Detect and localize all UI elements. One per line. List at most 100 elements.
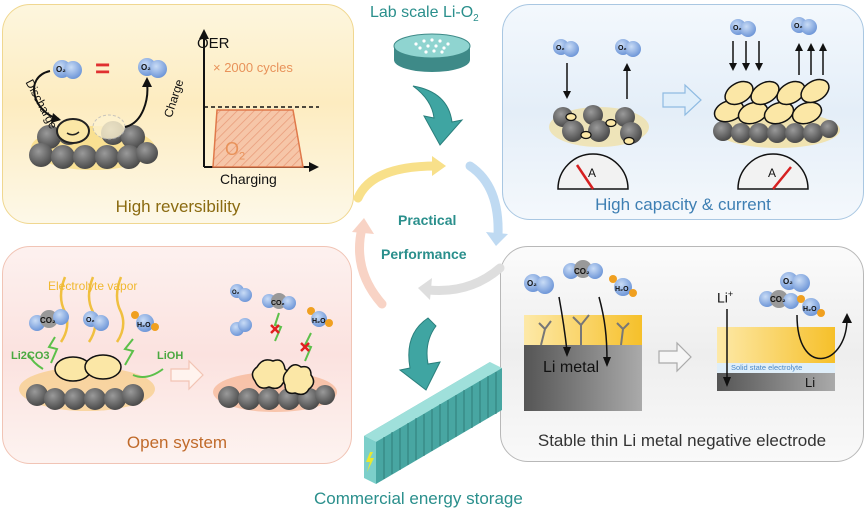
o2-molecule: O₂ <box>83 311 109 331</box>
svg-text:A: A <box>768 166 776 180</box>
lioh-label: LiOH <box>157 350 184 362</box>
up-arrows <box>798 49 824 75</box>
svg-text:O₂: O₂ <box>527 279 537 288</box>
solid-state-electrolyte-layer <box>717 363 835 373</box>
dendrites <box>538 314 630 346</box>
svg-text:O₂: O₂ <box>783 277 793 286</box>
commercial-storage-label: Commercial energy storage <box>314 489 523 508</box>
chart-x-label: Charging <box>220 171 277 187</box>
h2o-molecule: H₂O <box>609 275 637 297</box>
lightning-icon <box>366 452 374 472</box>
capacity-illustration: O₂ O₂ A O₂ O₂ <box>549 17 840 190</box>
degraded-product <box>251 359 290 390</box>
decomposed-product <box>92 114 126 140</box>
svg-text:CO₂: CO₂ <box>770 295 786 304</box>
battery-pack-icon <box>364 362 502 484</box>
svg-text:O₂: O₂ <box>556 45 565 52</box>
lab-scale-subscript: 2 <box>473 13 479 25</box>
li-label: Li <box>805 375 816 390</box>
o2-text: O <box>225 139 240 159</box>
svg-text:H₂O: H₂O <box>312 318 326 325</box>
li-text: Li <box>717 289 728 306</box>
co2-molecule: CO₂ <box>29 309 69 331</box>
li-metal-illustration: O₂ CO₂ H₂O O₂ CO₂ H₂O <box>524 260 852 411</box>
svg-text:O₂: O₂ <box>618 45 627 52</box>
li2co3-label: Li2CO3 <box>11 350 50 362</box>
svg-text:H₂O: H₂O <box>137 322 151 329</box>
current-gauge-high: A <box>737 153 809 190</box>
current-gauge-low: A <box>557 153 629 190</box>
transition-arrow <box>170 359 204 391</box>
transition-arrow <box>658 341 692 373</box>
h2o-molecule: H₂O <box>797 295 825 317</box>
svg-text:O₂: O₂ <box>56 65 66 74</box>
chart-o2-area <box>212 109 304 168</box>
large-discharge-products <box>713 78 830 125</box>
o2-molecule: O₂ <box>791 17 817 35</box>
chart-annotation: × 2000 cycles <box>213 60 293 75</box>
lab-scale-text: Lab scale Li-O <box>370 4 474 21</box>
cycle-arrow-grey <box>423 263 505 296</box>
svg-text:A: A <box>588 166 596 180</box>
discharge-arrow <box>33 70 60 120</box>
oer-chart <box>199 29 319 172</box>
deflection-arrow <box>796 314 848 360</box>
panel-title-open-system: Open system <box>126 433 228 452</box>
panel-high-reversibility: O₂ O₂ Discharge Charge = OER × 2000 cycl… <box>2 4 354 224</box>
solid-state-electrolyte-label: Solid state electrolyte <box>731 363 803 372</box>
cycle-arrow-yellow <box>353 161 441 203</box>
panel-title-capacity: High capacity & current <box>595 195 771 214</box>
electrolyte-vapor-label: Electrolyte vapor <box>48 279 138 293</box>
svg-text:H₂O: H₂O <box>803 306 817 313</box>
down-arrows <box>732 41 760 65</box>
panel-open-system: CO₂ O₂ H₂O O₂ CO₂ H₂O Electrolyte vapor … <box>2 246 352 464</box>
degraded-product <box>282 364 315 396</box>
o2-molecule-right: O₂ <box>138 58 167 78</box>
lab-scale-label: Lab scale Li-O2 <box>370 4 479 24</box>
coin-cell-icon <box>393 33 471 72</box>
electrode-particles <box>713 120 838 143</box>
svg-text:CO₂: CO₂ <box>574 267 590 276</box>
svg-text:O₂: O₂ <box>794 23 803 30</box>
cycle-arrow-blue <box>465 161 503 241</box>
svg-text:H₂O: H₂O <box>615 286 629 293</box>
o2-subscript: 2 <box>239 150 246 163</box>
blocked-x-icon <box>270 324 310 352</box>
panel-li-metal: O₂ CO₂ H₂O O₂ CO₂ H₂O Li metal Li+ Solid… <box>500 246 864 462</box>
scale-up-arrow-bottom <box>398 317 441 391</box>
reversibility-illustration: O₂ O₂ <box>29 29 319 172</box>
li-ion-label: Li+ <box>717 289 733 306</box>
co2-molecule: CO₂ <box>759 290 799 309</box>
reaction-bolts <box>28 336 164 378</box>
charge-arrow <box>124 82 149 128</box>
o2-molecule: O₂ <box>524 274 554 294</box>
cycle-arrow-pink <box>355 223 387 309</box>
svg-text:CO₂: CO₂ <box>271 300 285 307</box>
co2-molecule: CO₂ <box>262 293 296 310</box>
panel-title-reversibility: High reversibility <box>115 197 241 216</box>
o2-molecule-left: O₂ <box>53 60 82 79</box>
electrode-particles <box>218 385 335 410</box>
thin-li-layer <box>717 373 835 391</box>
svg-text:O₂: O₂ <box>86 317 95 324</box>
h2o-molecule: H₂O <box>307 307 333 327</box>
o2-molecule: O₂ <box>730 19 756 37</box>
scale-up-arrow-top <box>412 85 464 146</box>
li-metal-block <box>524 345 642 411</box>
svg-text:CO₂: CO₂ <box>40 316 56 325</box>
plus-superscript: + <box>727 289 734 299</box>
discharge-product <box>56 118 90 144</box>
transition-arrow <box>662 83 702 117</box>
co2-molecule: CO₂ <box>563 260 603 279</box>
o2-molecule: O₂ <box>615 39 641 57</box>
o2-molecule <box>230 318 252 336</box>
svg-text:O₂: O₂ <box>141 63 151 72</box>
li-metal-label: Li metal <box>543 359 600 376</box>
panel-high-capacity: O₂ O₂ A O₂ O₂ <box>502 4 864 220</box>
chart-y-label: OER <box>197 35 230 52</box>
open-system-illustration: CO₂ O₂ H₂O O₂ CO₂ H₂O <box>19 276 337 412</box>
panel-title-li-metal: Stable thin Li metal negative electrode <box>537 431 827 450</box>
practical-label: Practical <box>398 212 457 228</box>
small-discharge-products <box>565 112 635 146</box>
h2o-molecule: H₂O <box>131 311 159 332</box>
